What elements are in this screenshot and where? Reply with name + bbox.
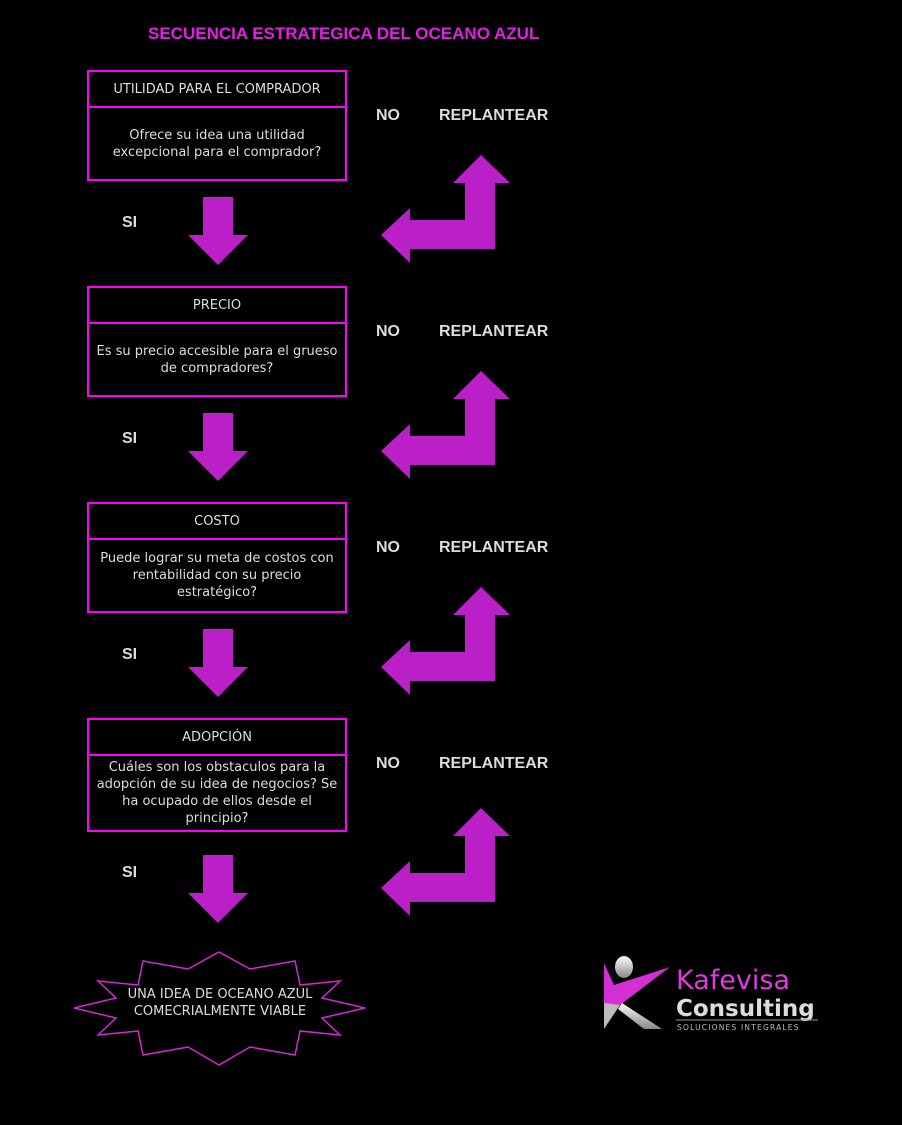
result-text: UNA IDEA DE OCEANO AZUL COMECRIALMENTE V… bbox=[127, 987, 313, 1019]
step-box: ADOPCIÓN Cuáles son los obstaculos para … bbox=[87, 718, 347, 832]
no-label: NO bbox=[376, 323, 400, 340]
return-arrow-icon bbox=[381, 587, 510, 695]
action-label: REPLANTEAR bbox=[439, 107, 549, 124]
down-arrow-icon bbox=[188, 629, 248, 697]
logo-line2: Consulting bbox=[676, 996, 815, 1022]
return-arrow-icon bbox=[381, 371, 510, 479]
down-arrow-icon bbox=[188, 413, 248, 481]
result-starburst bbox=[73, 951, 366, 1066]
return-arrow-icon bbox=[381, 808, 510, 916]
step-header: UTILIDAD PARA EL COMPRADOR bbox=[89, 72, 345, 108]
step-box: UTILIDAD PARA EL COMPRADOR Ofrece su ide… bbox=[87, 70, 347, 181]
logo-tagline: SOLUCIONES INTEGRALES bbox=[677, 1023, 800, 1032]
step-question: Ofrece su idea una utilidad excepcional … bbox=[112, 127, 322, 160]
kafevisa-logo: Kafevisa Consulting SOLUCIONES INTEGRALE… bbox=[600, 955, 825, 1039]
no-label: NO bbox=[376, 107, 400, 124]
no-label: NO bbox=[376, 755, 400, 772]
yes-label: SI bbox=[122, 864, 138, 881]
step-question: Es su precio accesible para el grueso de… bbox=[96, 343, 338, 376]
down-arrow-icon bbox=[188, 855, 248, 923]
yes-label: SI bbox=[122, 430, 138, 447]
logo-line1: Kafevisa bbox=[676, 965, 790, 996]
step-header: COSTO bbox=[89, 504, 345, 540]
down-arrow-icon bbox=[188, 197, 248, 265]
step-question: Cuáles son los obstaculos para la adopci… bbox=[96, 760, 338, 826]
step-box: PRECIO Es su precio accesible para el gr… bbox=[87, 286, 347, 397]
action-label: REPLANTEAR bbox=[439, 755, 549, 772]
yes-label: SI bbox=[122, 646, 138, 663]
action-label: REPLANTEAR bbox=[439, 323, 549, 340]
yes-label: SI bbox=[122, 214, 138, 231]
no-label: NO bbox=[376, 539, 400, 556]
step-box: COSTO Puede lograr su meta de costos con… bbox=[87, 502, 347, 613]
step-question: Puede lograr su meta de costos con renta… bbox=[100, 551, 334, 600]
action-label: REPLANTEAR bbox=[439, 539, 549, 556]
step-header: PRECIO bbox=[89, 288, 345, 324]
diagram-title: SECUENCIA ESTRATEGICA DEL OCEANO AZUL bbox=[148, 24, 540, 43]
return-arrow-icon bbox=[381, 155, 510, 263]
step-header: ADOPCIÓN bbox=[89, 720, 345, 756]
